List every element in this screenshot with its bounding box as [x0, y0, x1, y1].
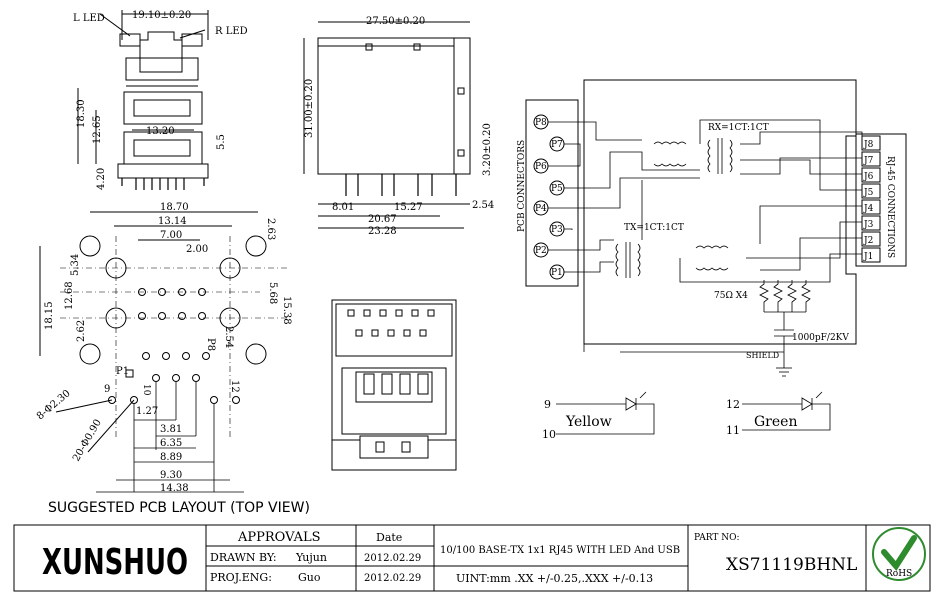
pin9-label: 9: [104, 384, 110, 395]
dim-568: 5.68: [267, 282, 278, 304]
schematic: PCB CONNECTORS RJ-45 CONNECTIONS P8 P7 P…: [517, 79, 907, 441]
pcb-connectors-label: PCB CONNECTORS: [517, 140, 527, 232]
pin12-label: 12: [229, 380, 240, 393]
dim-1265: 12.65: [92, 115, 103, 144]
proj-eng-date: 2012.02.29: [364, 573, 421, 584]
rx-label: RX=1CT:1CT: [708, 123, 769, 133]
l-led-label: L LED: [73, 13, 105, 24]
pin-j4: J4: [863, 204, 874, 214]
hole-spec-large: 8-Φ2.30: [35, 388, 73, 422]
dim-1314: 13.14: [158, 216, 187, 227]
pin10-label: 10: [141, 384, 151, 396]
resistor-label: 75Ω X4: [714, 291, 748, 301]
approvals-header: APPROVALS: [237, 530, 321, 545]
drawn-by-date: 2012.02.29: [364, 553, 421, 564]
pin-j5: J5: [863, 188, 874, 198]
dim-263: 2.63: [265, 218, 276, 240]
dim-1320: 13.20: [146, 126, 175, 137]
led-green-pin-b: 11: [726, 424, 740, 437]
capacitor-label: 1000pF/2KV: [792, 333, 849, 343]
dim-635: 6.35: [160, 438, 182, 449]
p8-label: P8: [205, 338, 216, 351]
hole-spec-small: 20-Φ0.90: [71, 418, 104, 464]
tx-label: TX=1CT:1CT: [624, 223, 684, 233]
p1-label: P1: [116, 366, 129, 377]
side-view: 27.50±0.20 31.00±0.20 3.20±0.20 8.01 15.…: [303, 16, 494, 237]
drawn-by-label: DRAWN BY:: [210, 551, 277, 564]
dim-889: 8.89: [160, 452, 182, 463]
pin-p1: P1: [551, 268, 563, 278]
dim-2328: 23.28: [368, 226, 397, 237]
dim-1268: 12.68: [64, 281, 75, 310]
dim-200: 2.00: [186, 244, 208, 255]
led-green-pin-a: 12: [726, 398, 740, 411]
proj-eng-value: Guo: [298, 571, 321, 584]
dim-1830: 18.30: [76, 99, 87, 128]
pin-j7: J7: [863, 156, 874, 166]
dim-801: 8.01: [332, 202, 354, 213]
drawn-by-value: Yujun: [295, 551, 327, 564]
front-view: L LED R LED 19.10±0.20 18.30 12.65 13.20: [73, 10, 248, 190]
part-number: XS71119BHNL: [726, 555, 857, 575]
pin-j6: J6: [863, 172, 874, 182]
pin-p8: P8: [535, 118, 547, 128]
led-green: 12 11 Green: [726, 391, 831, 437]
title-block: [13, 524, 931, 592]
pin-j2: J2: [863, 236, 873, 246]
proj-eng-label: PROJ.ENG:: [210, 571, 272, 584]
product-description: 10/100 BASE-TX 1x1 RJ45 WITH LED And USB: [440, 545, 680, 556]
dim-930: 9.30: [160, 470, 182, 481]
pin-p5: P5: [551, 184, 563, 194]
dim-1527: 15.27: [394, 202, 423, 213]
dim-1538: 15.38: [281, 296, 292, 325]
led-yellow-label: Yellow: [565, 414, 612, 430]
shield-label: SHIELD: [746, 351, 779, 360]
dim-side-height: 31.00±0.20: [304, 79, 315, 138]
dim-pin-len: 3.20±0.20: [482, 123, 493, 176]
dim-420: 4.20: [96, 168, 107, 190]
dim-1815: 18.15: [44, 301, 55, 330]
led-yellow-pin-a: 9: [544, 398, 551, 411]
pin-p3: P3: [551, 225, 563, 235]
dim-534: 5.34: [70, 254, 81, 276]
pin-p2: P2: [535, 246, 547, 256]
dim-254: 2.54: [472, 200, 494, 211]
pin-j3: J3: [863, 220, 874, 230]
dim-700: 7.00: [160, 230, 182, 241]
dim-262: 2.62: [76, 320, 87, 342]
dim-1438: 14.38: [160, 483, 189, 494]
bottom-view: [331, 299, 457, 471]
rj45-connections-label: RJ-45 CONNECTIONS: [885, 156, 895, 258]
dim-381: 3.81: [160, 424, 182, 435]
pcb-layout: 18.70 13.14 7.00 2.00 18.15: [35, 202, 310, 516]
pin-j8: J8: [863, 140, 874, 150]
logo-text: XUNSHUO: [42, 542, 188, 583]
led-yellow: 9 10 Yellow: [542, 391, 655, 441]
rohs-badge: RoHS: [872, 527, 926, 581]
unit-tolerance: UINT:mm .XX +/-0.25,.XXX +/-0.13: [456, 572, 653, 585]
dim-side-width: 27.50±0.20: [366, 16, 425, 27]
pin-p6: P6: [535, 162, 547, 172]
led-green-label: Green: [754, 414, 797, 430]
pcb-layout-caption: SUGGESTED PCB LAYOUT (TOP VIEW): [48, 500, 310, 516]
dim-127: 1.27: [136, 406, 158, 417]
pin-p7: P7: [551, 140, 563, 150]
brand-logo: XUNSHUO: [42, 542, 188, 583]
pin-p4: P4: [535, 204, 547, 214]
pin-j1: J1: [863, 252, 873, 262]
r-led-label: R LED: [215, 26, 248, 37]
date-header: Date: [376, 531, 402, 544]
dim-254-pcb: 2.54: [223, 326, 234, 348]
rohs-label: RoHS: [886, 569, 912, 579]
dim-55: 5.5: [216, 134, 227, 150]
dim-1870: 18.70: [160, 202, 189, 213]
led-yellow-pin-b: 10: [542, 428, 556, 441]
part-no-label: PART NO:: [694, 533, 740, 543]
dim-front-width: 19.10±0.20: [132, 10, 191, 21]
dim-2067: 20.67: [368, 214, 397, 225]
